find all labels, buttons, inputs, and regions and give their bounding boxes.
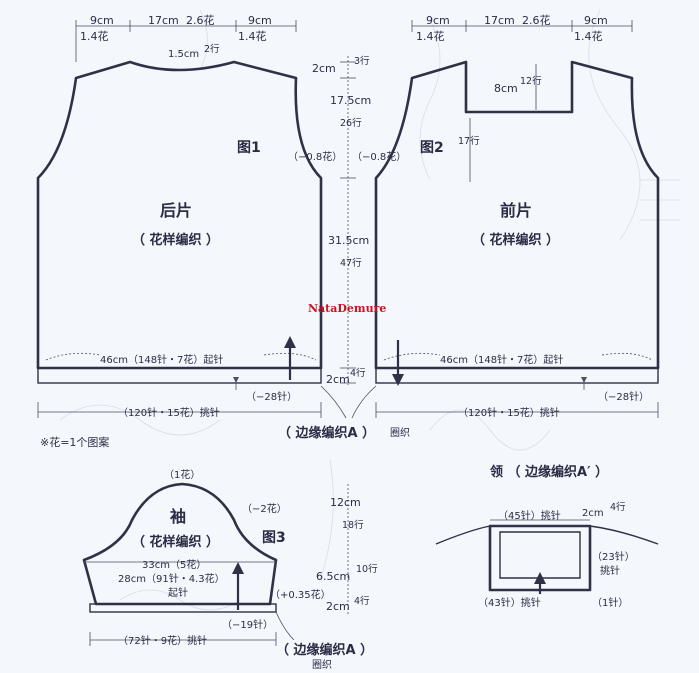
collar-title: 领 （ 边缘编织A′ ） xyxy=(490,464,608,480)
front-top-mid-sub: 2.6花 xyxy=(522,14,551,27)
sleeve-width: 33cm（5花） xyxy=(142,558,206,571)
back-fig-label: 图1 xyxy=(237,140,261,156)
back-neck-rows: 2行 xyxy=(204,43,220,55)
body-border-label: （ 边缘编织A ） xyxy=(278,425,375,441)
sleeve-pickup: （72针・9花）挑针 xyxy=(118,634,207,647)
back-cast-on: 46cm（148针・7花）起针 xyxy=(100,353,223,366)
front-outline xyxy=(374,60,660,370)
front-band-decrease: （−28针） xyxy=(598,390,649,403)
front-fig-label: 图2 xyxy=(420,140,444,156)
back-knit-direction-arrow xyxy=(284,336,296,380)
back-top-right-width: 9cm xyxy=(248,14,272,27)
front-knit-direction-arrow xyxy=(392,340,404,386)
front-top-right-width: 9cm xyxy=(584,14,608,27)
front-subtitle: （ 花样编织 ） xyxy=(472,232,559,248)
band-rows: 4行 xyxy=(350,367,366,379)
collar-height-rows: 4行 xyxy=(610,501,626,513)
armhole-height: 17.5cm xyxy=(330,94,371,107)
collar-bottom-pickup: （43针）挑针 xyxy=(478,596,541,609)
sleeve-band xyxy=(89,603,277,613)
sleeve-top: （1花） xyxy=(164,468,200,481)
front-top-mid-width: 17cm xyxy=(484,14,515,27)
sleeve-cast-on-1: 28cm（91针・4.3花） xyxy=(118,572,225,585)
band-height: 2cm xyxy=(326,373,350,386)
collar-corner: （1针） xyxy=(592,596,628,609)
back-top-right-sub: 1.4花 xyxy=(238,30,267,43)
body-height: 31.5cm xyxy=(328,234,369,247)
sleeve-border-label: （ 边缘编织A ） xyxy=(276,642,373,658)
sleeve-band-height: 2cm xyxy=(326,600,350,613)
sleeve-increase: （+0.35花） xyxy=(270,588,331,601)
sleeve-knit-direction-arrow xyxy=(232,562,244,610)
sleeve-cap-decrease: （−2花） xyxy=(242,502,287,515)
sleeve-cap-height: 12cm xyxy=(330,496,361,509)
sleeve-outline xyxy=(82,482,278,606)
front-neck-rows: 12行 xyxy=(520,75,542,87)
sleeve-band-rows: 4行 xyxy=(354,595,370,607)
front-neck-depth: 8cm xyxy=(494,82,518,95)
sleeve-border-label-suffix: 圈织 xyxy=(312,659,332,671)
sleeve-band-decrease: （−19针） xyxy=(222,618,273,631)
front-band xyxy=(375,367,659,384)
back-top-left-sub: 1.4花 xyxy=(80,30,109,43)
back-title: 后片 xyxy=(160,201,192,220)
shoulder-height: 2cm xyxy=(312,62,336,75)
front-top-left-sub: 1.4花 xyxy=(416,30,445,43)
sleeve-fig-label: 图3 xyxy=(262,530,286,546)
back-top-mid-width: 17cm xyxy=(148,14,179,27)
shoulder-rows: 3行 xyxy=(354,55,370,67)
front-pickup: （120针・15花）挑针 xyxy=(458,406,560,419)
armhole-rows: 26行 xyxy=(340,117,362,129)
collar-top-pickup: （45针）挑针 xyxy=(498,509,561,522)
front-piece: 9cm 1.4花 17cm 2.6花 9cm 1.4花 8cm 12行 17行 … xyxy=(374,14,660,419)
collar-piece: 领 （ 边缘编织A′ ） （45针）挑针 2cm 4行 （23针） 挑针 （43… xyxy=(435,464,659,609)
front-top-left-width: 9cm xyxy=(426,14,450,27)
sleeve-subtitle: （ 花样编织 ） xyxy=(132,534,219,550)
body-border-label-suffix: 圈织 xyxy=(390,427,410,439)
back-piece: 9cm 1.4花 17cm 2.6花 9cm 1.4花 1.5cm 2行 图1 … xyxy=(36,14,323,419)
sleeve-cast-on-2: 起针 xyxy=(168,586,188,599)
center-dimensions: 2cm 3行 17.5cm 26行 （−0.8花） （−0.8花） 31.5cm… xyxy=(278,55,410,441)
back-band-decrease: （−28针） xyxy=(246,390,297,403)
collar-direction-arrow xyxy=(534,572,546,594)
collar-height: 2cm xyxy=(582,508,604,519)
watermark-text: NataDemure xyxy=(308,302,386,315)
back-subtitle: （ 花样编织 ） xyxy=(132,232,219,248)
collar-side-pickup-suffix: 挑针 xyxy=(600,564,620,577)
front-title: 前片 xyxy=(500,201,532,220)
back-neck-depth: 1.5cm xyxy=(168,49,199,60)
back-band xyxy=(37,367,322,384)
back-top-mid-sub: 2.6花 xyxy=(186,14,215,27)
armhole-decrease-left: （−0.8花） xyxy=(288,150,342,163)
body-rows: 47行 xyxy=(340,257,362,269)
sleeve-cap-rows: 18行 xyxy=(342,519,364,531)
sleeve-lower-height: 6.5cm xyxy=(316,570,350,583)
back-outline xyxy=(36,60,323,370)
sleeve-lower-rows: 10行 xyxy=(356,563,378,575)
back-top-left-width: 9cm xyxy=(90,14,114,27)
front-top-right-sub: 1.4花 xyxy=(574,30,603,43)
front-cast-on: 46cm（148针・7花）起针 xyxy=(440,353,563,366)
sleeve-piece: （1花） （−2花） 袖 （ 花样编织 ） 图3 33cm（5花） 28cm（9… xyxy=(82,468,378,671)
armhole-decrease-right: （−0.8花） xyxy=(352,150,406,163)
sleeve-title: 袖 xyxy=(170,507,186,526)
pattern-note: ※花=1个图案 xyxy=(40,435,109,449)
back-pickup: （120针・15花）挑针 xyxy=(118,406,220,419)
collar-outline xyxy=(488,524,592,592)
collar-side-pickup: （23针） xyxy=(592,550,635,563)
front-side-rows: 17行 xyxy=(458,135,480,147)
